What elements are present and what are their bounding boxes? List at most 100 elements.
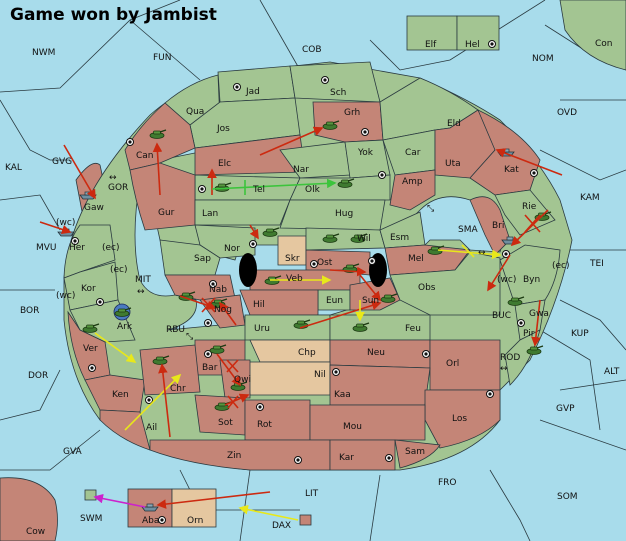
province-mou[interactable] (309, 404, 426, 441)
label-wil: Wil (357, 234, 371, 244)
label-hel: Hel (465, 40, 480, 50)
province-wil[interactable] (305, 227, 386, 251)
label-sma: SMA (458, 225, 478, 235)
province-orl[interactable] (429, 339, 501, 391)
label-lit: LIT (305, 489, 319, 499)
label-yok: Yok (357, 148, 374, 158)
coast-label: (ec) (110, 265, 128, 275)
label-nar: Nar (293, 165, 309, 175)
label-swm: SWM (80, 514, 102, 524)
tunnel-west (239, 253, 257, 287)
province-labels: Elf Hel Con NWM FUN COB NOM OVD KAL GVG … (5, 39, 620, 537)
province-cow[interactable] (0, 477, 58, 541)
label-chr: Chr (170, 384, 186, 394)
province-ken[interactable] (84, 374, 146, 413)
province-chr[interactable] (139, 344, 201, 396)
label-zin: Zin (227, 451, 241, 461)
label-rot: Rot (257, 420, 272, 430)
province-sam[interactable] (394, 439, 441, 469)
label-gwa: Gwa (529, 309, 549, 319)
label-sam: Sam (405, 447, 425, 457)
label-dax: DAX (272, 521, 291, 531)
province-los[interactable] (424, 389, 501, 449)
label-eld: Eld (447, 119, 461, 129)
province-kar[interactable] (329, 439, 396, 471)
label-ken: Ken (112, 390, 129, 400)
label-gaw: Gaw (84, 203, 104, 213)
province-nor[interactable] (194, 224, 256, 259)
label-obs: Obs (418, 283, 436, 293)
label-ail: Ail (146, 423, 157, 433)
gor-connection-icon: ↔ (109, 173, 117, 183)
label-los: Los (452, 414, 467, 424)
connection-arrows: ↔ ↔ ⤡ ⤡ ↔ ↔ (109, 173, 508, 374)
province-hug[interactable] (279, 199, 386, 231)
province-hil[interactable] (239, 289, 319, 316)
province-olk[interactable] (289, 174, 391, 201)
province-chp[interactable] (249, 339, 331, 363)
province-sot[interactable] (194, 394, 246, 436)
label-fro: FRO (438, 478, 457, 488)
label-lan: Lan (202, 209, 218, 219)
label-chp: Chp (298, 348, 316, 358)
label-jad: Jad (245, 87, 260, 97)
label-gvg: GVG (52, 157, 72, 167)
label-qwi: Qwi (234, 375, 251, 385)
orders (39, 126, 563, 521)
province-rie[interactable] (494, 189, 556, 236)
supply-centers (71, 40, 538, 524)
label-fun: FUN (153, 53, 172, 63)
label-aba: Aba (142, 516, 159, 526)
label-nog: Nog (214, 305, 232, 315)
coast-label: (wc) (56, 291, 75, 301)
label-nor: Nor (224, 244, 240, 254)
label-ver: Ver (83, 344, 98, 354)
label-ovd: OVD (557, 108, 577, 118)
province-ver[interactable] (67, 310, 111, 381)
province-rot[interactable] (244, 399, 311, 441)
province-mel[interactable] (384, 244, 471, 276)
label-gva: GVA (63, 447, 83, 457)
coast-labels: (wc) (ec) (ec) (wc) (wc) (ec) (56, 218, 570, 301)
label-neu: Neu (367, 348, 385, 358)
label-som: SOM (557, 492, 578, 502)
province-gur[interactable] (129, 162, 196, 231)
sma-east-connection-icon: ↔ (478, 248, 486, 258)
province-amp[interactable] (389, 169, 436, 211)
province-kor[interactable] (63, 261, 119, 311)
label-kam: KAM (580, 193, 600, 203)
province-lan[interactable] (194, 199, 291, 226)
label-qua: Qua (186, 107, 204, 117)
label-mvu: MVU (36, 243, 57, 253)
label-mit: MIT (135, 275, 151, 285)
label-cob: COB (302, 45, 322, 55)
label-hil: Hil (253, 300, 265, 310)
label-veb: Veb (286, 274, 303, 284)
label-esm: Esm (390, 233, 409, 243)
label-sap: Sap (194, 254, 211, 264)
label-ark: Ark (117, 322, 133, 332)
coast-label: (wc) (497, 275, 516, 285)
province-dax-box (299, 514, 312, 526)
label-nwm: NWM (32, 48, 55, 58)
province-zin[interactable] (149, 439, 331, 471)
label-rod: ROD (500, 353, 520, 363)
label-skr: Skr (285, 254, 300, 264)
label-hug: Hug (335, 209, 353, 219)
label-uru: Uru (254, 324, 270, 334)
label-elf: Elf (425, 40, 437, 50)
label-rie: Rie (522, 202, 537, 212)
label-elc: Elc (218, 159, 231, 169)
label-jos: Jos (216, 124, 230, 134)
mit-connection-icon: ↔ (137, 287, 145, 297)
label-orl: Orl (446, 359, 459, 369)
province-sap[interactable] (159, 239, 221, 276)
label-con: Con (595, 39, 613, 49)
label-mou: Mou (343, 422, 362, 432)
label-kar: Kar (339, 453, 354, 463)
province-orn[interactable] (171, 488, 217, 528)
label-bri: Bri (492, 221, 504, 231)
province-obs[interactable] (389, 251, 501, 316)
label-mel: Mel (408, 254, 424, 264)
